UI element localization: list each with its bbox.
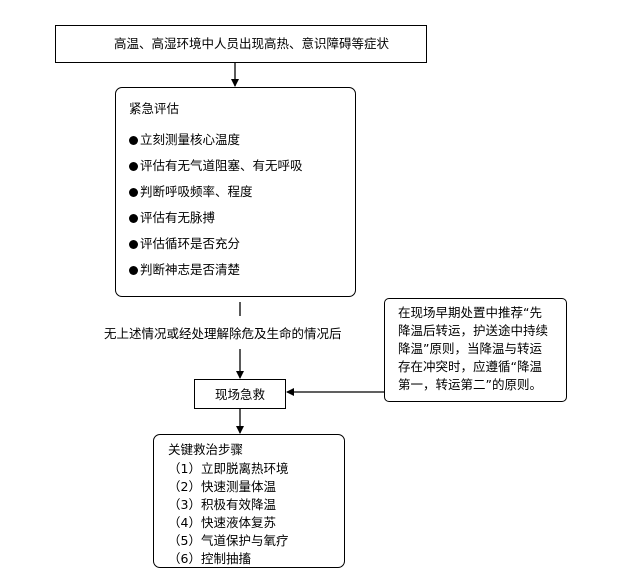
treatment-step: （3）积极有效降温 bbox=[168, 497, 276, 512]
treatment-step: （6）控制抽搐 bbox=[168, 551, 251, 566]
assessment-item: 判断呼吸频率、程度 bbox=[129, 181, 253, 200]
treatment-step: （1）立即脱离热环境 bbox=[168, 461, 289, 476]
treatment-steps-box: 关键救治步骤 （1）立即脱离热环境 （2）快速测量体温 （3）积极有效降温 （4… bbox=[153, 434, 345, 568]
assessment-item: 判断神志是否清楚 bbox=[129, 259, 240, 278]
treatment-title: 关键救治步骤 bbox=[168, 442, 244, 457]
bullet-icon bbox=[129, 266, 138, 275]
assessment-item: 立刻测量核心温度 bbox=[129, 129, 240, 148]
note-line: 第一，转运第二”的原则。 bbox=[398, 377, 542, 392]
bullet-icon bbox=[129, 162, 138, 171]
note-line: 降温后转运，护送途中持续 bbox=[398, 323, 549, 338]
condition-label: 无上述情况或经处理解除危及生命的情况后 bbox=[104, 326, 342, 341]
onset-text: 高温、高湿环境中人员出现高热、意识障碍等症状 bbox=[114, 36, 390, 51]
bullet-icon bbox=[129, 240, 138, 249]
bullet-icon bbox=[129, 136, 138, 145]
treatment-step: （5）气道保护与氧疗 bbox=[168, 533, 289, 548]
assessment-item: 评估循环是否充分 bbox=[129, 233, 240, 252]
onset-box: 高温、高湿环境中人员出现高热、意识障碍等症状 bbox=[55, 25, 427, 63]
rescue-text: 现场急救 bbox=[215, 387, 266, 402]
treatment-step: （2）快速测量体温 bbox=[168, 479, 276, 494]
bullet-icon bbox=[129, 188, 138, 197]
note-line: 降温”原则，当降温与转运 bbox=[398, 341, 542, 356]
emergency-assessment-box: 紧急评估 立刻测量核心温度 评估有无气道阻塞、有无呼吸 判断呼吸频率、程度 评估… bbox=[115, 87, 356, 297]
assessment-item: 评估有无脉搏 bbox=[129, 207, 215, 226]
side-note-box: 在现场早期处置中推荐“先 降温后转运，护送途中持续 降温”原则，当降温与转运 存… bbox=[384, 298, 567, 402]
onsite-rescue-box: 现场急救 bbox=[194, 379, 286, 409]
bullet-icon bbox=[129, 214, 138, 223]
note-line: 存在冲突时，应遵循“降温 bbox=[398, 359, 542, 374]
assessment-item: 评估有无气道阻塞、有无呼吸 bbox=[129, 155, 303, 174]
treatment-step: （4）快速液体复苏 bbox=[168, 515, 276, 530]
note-line: 在现场早期处置中推荐“先 bbox=[398, 305, 542, 320]
assessment-title: 紧急评估 bbox=[129, 101, 180, 116]
